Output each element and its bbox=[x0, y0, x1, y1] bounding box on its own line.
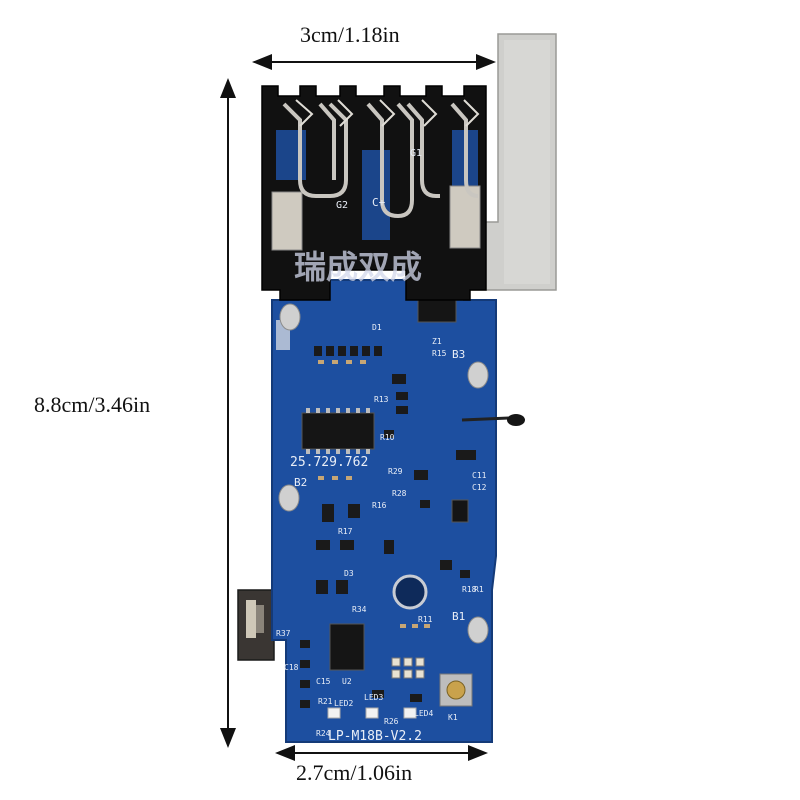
label-r15: R15 bbox=[432, 349, 447, 358]
label-c15: C15 bbox=[316, 677, 331, 686]
chip-marking: 25.729.762 bbox=[290, 455, 368, 470]
label-r21: R21 bbox=[318, 697, 333, 706]
label-r26: R26 bbox=[384, 717, 399, 726]
board-model: LP-M18B-V2.2 bbox=[328, 729, 422, 744]
bottom-dimension-label: 2.7cm/1.06in bbox=[296, 760, 413, 785]
pad-label-b2: B2 bbox=[294, 476, 307, 489]
label-c12: C12 bbox=[472, 483, 487, 492]
label-r34: R34 bbox=[352, 605, 367, 614]
label-r18: R18 bbox=[462, 585, 477, 594]
label-u2: U2 bbox=[342, 677, 352, 686]
terminal-label-g2: G2 bbox=[336, 200, 348, 211]
label-d1: D1 bbox=[372, 323, 382, 332]
label-r10: R10 bbox=[380, 433, 395, 442]
label-r37: R37 bbox=[276, 629, 291, 638]
label-z1: Z1 bbox=[432, 337, 442, 346]
label-r28: R28 bbox=[392, 489, 407, 498]
label-c11: C11 bbox=[472, 471, 487, 480]
label-led3: LED3 bbox=[364, 693, 383, 702]
label-r11: R11 bbox=[418, 615, 433, 624]
terminal-housing: G2 C+ G1 bbox=[261, 85, 487, 301]
label-r1: R1 bbox=[474, 585, 484, 594]
label-r29: R29 bbox=[388, 467, 403, 476]
side-connector bbox=[237, 589, 275, 661]
label-r17: R17 bbox=[338, 527, 353, 536]
label-led4: LED4 bbox=[414, 709, 433, 718]
label-r13: R13 bbox=[374, 395, 389, 404]
watermark: 瑞成双成 bbox=[294, 248, 422, 286]
label-d3: D3 bbox=[344, 569, 354, 578]
label-k1: K1 bbox=[448, 713, 458, 722]
pad-label-b3: B3 bbox=[452, 348, 465, 361]
pcb-board: 25.729.762 LP-M18B-V2.2 B4 B3 B2 B1 D1 R… bbox=[271, 279, 525, 744]
label-led2: LED2 bbox=[334, 699, 353, 708]
side-dimension-label: 8.8cm/3.46in bbox=[34, 392, 151, 417]
label-r24: R24 bbox=[316, 729, 331, 738]
terminal-label-g1: G1 bbox=[410, 148, 422, 159]
top-dimension-label: 3cm/1.18in bbox=[300, 22, 400, 47]
label-c18: C18 bbox=[284, 663, 299, 672]
pad-label-b1: B1 bbox=[452, 610, 465, 623]
label-r16: R16 bbox=[372, 501, 387, 510]
terminal-label-c-plus: C+ bbox=[372, 196, 386, 209]
